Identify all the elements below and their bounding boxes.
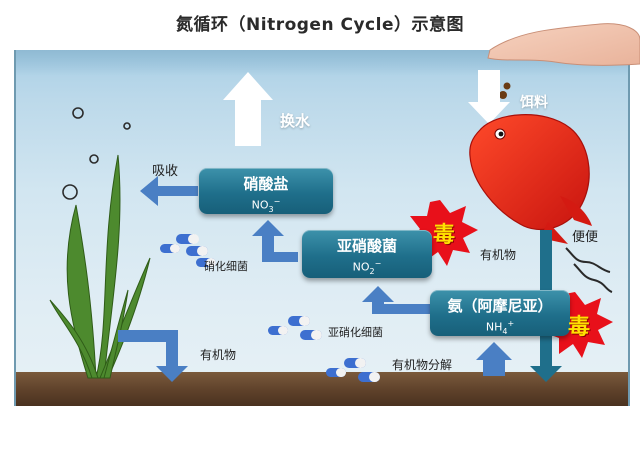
feces-icon (565, 247, 613, 293)
diagram-title: 氮循环（Nitrogen Cycle）示意图 (176, 15, 464, 35)
nitrite-name: 亚硝酸菌 (336, 237, 397, 255)
feed-label: 饵料 (520, 95, 548, 111)
nitrite-bacteria-icon (268, 316, 322, 340)
nitrite-node: 亚硝酸菌 NO2− (302, 230, 432, 278)
hand-icon (487, 23, 640, 66)
toxic-badge-ammonia: 毒 (548, 293, 610, 355)
absorb-label: 吸收 (152, 164, 179, 179)
water-change-arrow-icon (223, 72, 273, 146)
nitrite-bacteria-label: 亚硝化细菌 (328, 326, 383, 339)
nitrite-formula-base: NO (352, 260, 370, 274)
nitrite-formula-sub: 2 (369, 266, 375, 276)
toxic-text-ammonia: 毒 (567, 315, 590, 340)
water-change-label: 换水 (280, 112, 311, 130)
arrow-nitrite-to-nitrate (252, 220, 298, 262)
bubbles-icon (62, 107, 131, 200)
nitrate-formula: NO3− (199, 197, 333, 214)
arrow-decomposition-up (476, 342, 512, 376)
ammonia-node: 氨（阿摩尼亚） NH4+ (430, 290, 570, 336)
arrow-ammonia-to-nitrite (362, 286, 430, 314)
nitrate-formula-sub: 3 (268, 204, 274, 214)
arrow-nitrate-to-plant (140, 176, 198, 206)
nitrite-formula-sup: − (374, 259, 382, 268)
ammonia-formula-sub: 4 (502, 326, 508, 336)
nitrifying-bacteria-label: 硝化细菌 (204, 260, 248, 273)
nitrate-node: 硝酸盐 NO3− (199, 168, 333, 214)
decomposition-label: 有机物分解 (392, 358, 453, 372)
substrate-gravel (16, 372, 628, 406)
ammonia-formula-base: NH (485, 320, 503, 334)
feed-arrow-icon (468, 70, 510, 124)
organic-matter-label-bottom: 有机物 (200, 348, 237, 362)
feces-label: 便便 (572, 230, 599, 245)
nitrate-formula-base: NO (251, 198, 269, 212)
ammonia-formula-sup: + (507, 319, 515, 328)
arrow-plant-organic (118, 330, 188, 382)
toxic-text-nitrite: 毒 (432, 223, 455, 248)
nitrate-name: 硝酸盐 (243, 175, 289, 193)
ammonia-formula: NH4+ (430, 319, 570, 336)
toxic-badge-nitrite: 毒 (413, 201, 475, 263)
fish-icon (469, 114, 592, 244)
nitrite-formula: NO2− (302, 259, 432, 276)
decomposer-bacteria-icon (326, 358, 380, 382)
flow-arrows (118, 176, 562, 382)
organic-matter-label-right: 有机物 (480, 248, 517, 262)
aquatic-plant-icon (49, 154, 151, 379)
ammonia-name: 氨（阿摩尼亚） (447, 297, 553, 315)
nitrifying-bacteria-icon (160, 234, 216, 267)
nitrate-formula-sup: − (273, 197, 281, 206)
